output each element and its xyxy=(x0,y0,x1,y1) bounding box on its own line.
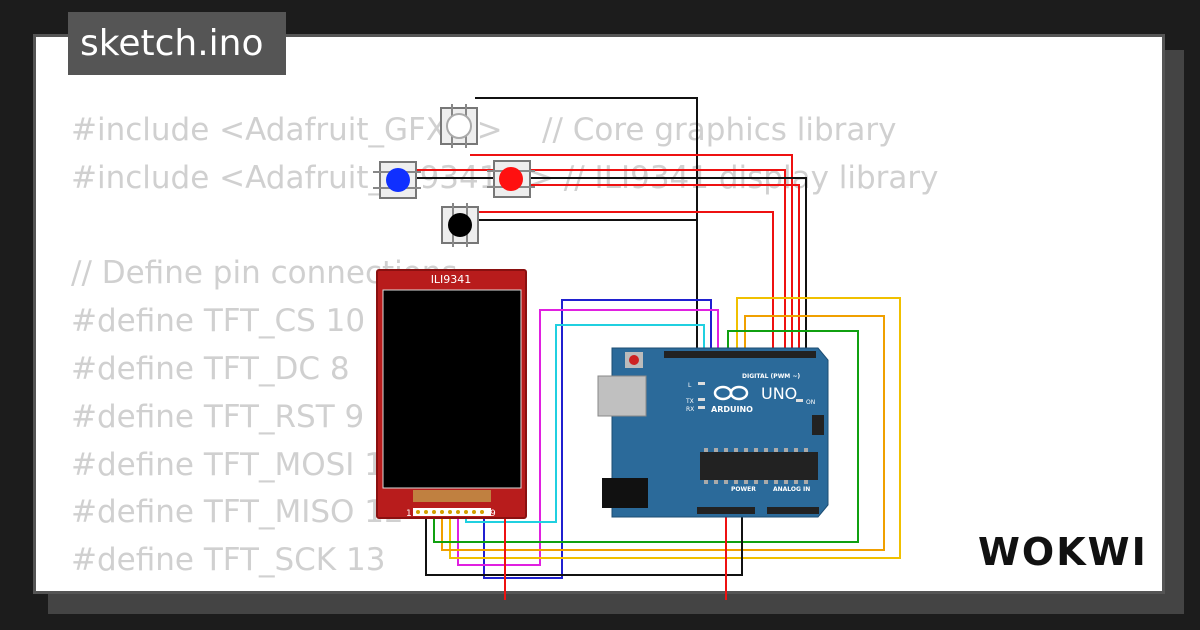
file-tab[interactable]: sketch.ino xyxy=(68,12,286,75)
power-label: POWER xyxy=(731,486,756,493)
board-name: UNO xyxy=(761,384,797,403)
arduino-logo xyxy=(713,385,749,401)
l-label: L xyxy=(688,382,692,389)
wire-orange xyxy=(441,315,885,551)
pushbutton[interactable] xyxy=(373,161,421,199)
code-line: #define TFT_DC 8 xyxy=(71,350,350,387)
on-label: ON xyxy=(806,399,815,406)
code-line: // Define pin connections xyxy=(71,255,458,292)
wire-cyan xyxy=(465,324,705,523)
wire-red xyxy=(470,154,793,352)
tx-label: TX xyxy=(685,398,694,405)
wire-black xyxy=(400,177,807,352)
code-line: #define TFT_RST 9 xyxy=(71,398,365,435)
wokwi-logo-text: WOKWI xyxy=(978,530,1148,574)
arduino-uno-board[interactable]: UNO ARDUINO DIGITAL (PWM ~) POWER ANALOG… xyxy=(597,347,829,518)
wire-blue xyxy=(483,299,712,579)
wokwi-logo: WOKWI xyxy=(978,530,1148,574)
svg-text:1: 1 xyxy=(406,509,412,519)
rx-label: RX xyxy=(686,406,694,413)
wire-black xyxy=(475,97,698,352)
digital-label: DIGITAL (PWM ~) xyxy=(742,373,800,380)
ili9341-display[interactable]: ILI9341 1 9 xyxy=(376,269,527,519)
display-pins xyxy=(416,510,484,514)
wire-black xyxy=(425,510,743,576)
wire-red xyxy=(510,184,800,352)
analog-label: ANALOG IN xyxy=(773,486,810,493)
pushbutton[interactable] xyxy=(440,104,478,148)
code-line: #define TFT_SCK 13 xyxy=(71,542,386,579)
wire-green xyxy=(433,330,859,543)
wires xyxy=(400,97,901,600)
display-label: ILI9341 xyxy=(431,273,472,286)
board-brand: ARDUINO xyxy=(711,405,753,414)
pushbutton[interactable] xyxy=(487,160,535,198)
wire-red xyxy=(475,211,774,352)
code-line: #define TFT_CS 10 xyxy=(71,303,366,340)
wire-magenta xyxy=(457,309,719,566)
pushbutton[interactable] xyxy=(441,203,479,247)
svg-text:9: 9 xyxy=(490,509,496,519)
